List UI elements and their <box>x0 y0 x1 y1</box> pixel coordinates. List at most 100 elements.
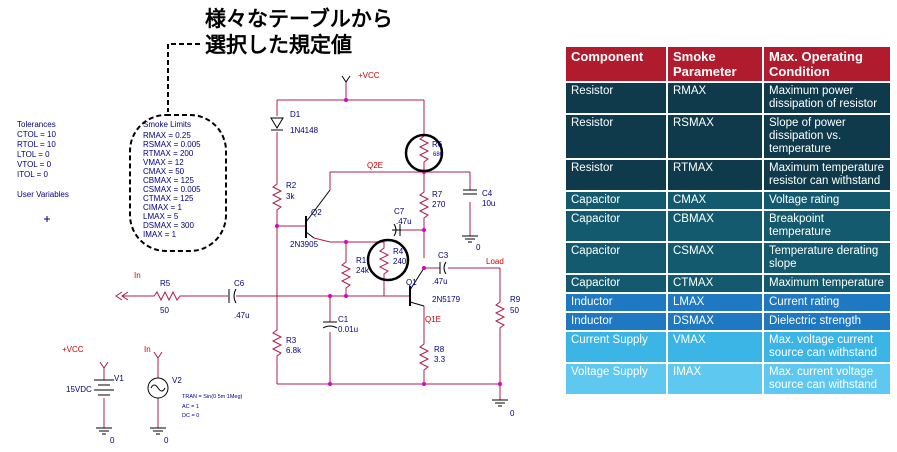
vcc-arrow-icon <box>99 361 109 369</box>
cell-component: Capacitor <box>566 243 668 273</box>
cell-condition: Max. voltage current source can withstan… <box>769 334 878 359</box>
cell-condition: Dielectric strength <box>769 315 862 327</box>
cell-component: Capacitor <box>566 192 668 209</box>
label-r1: R1 <box>356 256 367 265</box>
cell-parameter: VMAX <box>668 332 764 362</box>
in-arrow-icon <box>153 351 163 359</box>
cell-component: Resistor <box>566 160 668 190</box>
label-r9: R9 <box>510 295 521 304</box>
smoke-limit-item: RSMAX = 0.005 <box>143 140 201 149</box>
smoke-limit-item: IMAX = 1 <box>143 230 177 239</box>
ground-icon <box>462 235 478 243</box>
table-row: Inductor LMAX Current rating <box>566 294 890 311</box>
smoke-parameter-table: Component Smoke Parameter Max. Operating… <box>566 45 890 396</box>
table-row: Current Supply VMAX Max. voltage current… <box>566 332 890 362</box>
ground-label: 0 <box>164 436 169 445</box>
label-r3: R3 <box>286 336 297 345</box>
label-c7: C7 <box>394 207 405 216</box>
label-v2: V2 <box>172 376 182 385</box>
v2-param: TRAN = Sin(0 5m 1Meg) <box>182 394 243 400</box>
cell-parameter: RMAX <box>668 83 764 113</box>
ground-label: 0 <box>110 436 115 445</box>
cell-component: Resistor <box>566 83 668 113</box>
components <box>94 75 508 435</box>
cell-parameter: RTMAX <box>668 160 764 190</box>
value-r8: 3.3 <box>434 355 446 364</box>
smoke-limit-item: CTMAX = 125 <box>143 194 194 203</box>
value-r4: 240 <box>393 257 407 266</box>
schematic: Tolerances CTOL = 10 RTOL = 10 LTOL = 0 … <box>17 43 521 445</box>
value-c6: .47u <box>234 311 250 320</box>
tolerance-item: LTOL = 0 <box>17 150 50 159</box>
label-r8: R8 <box>434 345 445 354</box>
in-arrow-icon <box>115 291 129 301</box>
cell-condition: Maximum temperature resistor can withsta… <box>769 162 885 187</box>
cell-condition: Temperature derating slope <box>769 245 879 270</box>
label-c3: C3 <box>438 251 449 260</box>
cell-condition: Maximum temperature <box>769 277 885 289</box>
part-labels: D1 1N4148 R2 3k Q2 2N3905 R6 680 R7 270 … <box>66 110 521 445</box>
table-row: Resistor RSMAX Slope of power dissipatio… <box>566 115 890 158</box>
cell-parameter: DSMAX <box>668 313 764 330</box>
cell-parameter: IMAX <box>668 364 764 394</box>
smoke-limits-title: Smoke Limits <box>143 120 191 129</box>
label-c1: C1 <box>338 315 349 324</box>
label-q2: Q2 <box>311 208 322 217</box>
cell-parameter: LMAX <box>668 294 764 311</box>
callout-line1: 様々なテーブルから <box>205 7 393 31</box>
tolerance-item: RTOL = 10 <box>17 140 56 149</box>
value-c3: .47u <box>432 277 448 286</box>
vcc-label: +VCC <box>358 71 380 80</box>
ground-label: 0 <box>510 409 515 418</box>
tolerances-title: Tolerances <box>17 120 56 129</box>
smoke-limit-item: CMAX = 50 <box>143 167 185 176</box>
cell-parameter: RSMAX <box>668 115 764 158</box>
cell-component: Current Supply <box>566 332 668 362</box>
label-r2: R2 <box>286 181 297 190</box>
header-smoke-parameter: Smoke Parameter <box>668 47 764 81</box>
value-d1: 1N4148 <box>290 126 319 135</box>
v2-param: AC = 1 <box>182 404 199 410</box>
net-in: In <box>144 345 151 354</box>
smoke-limit-item: DSMAX = 300 <box>143 221 194 230</box>
label-r6: R6 <box>432 140 443 149</box>
net-in: In <box>134 271 141 280</box>
value-q2: 2N3905 <box>290 240 319 249</box>
crosshair-icon <box>44 216 50 222</box>
label-r7: R7 <box>432 190 443 199</box>
value-c1: 0.01u <box>338 325 358 334</box>
header-component: Component <box>566 47 668 81</box>
label-r5: R5 <box>160 279 171 288</box>
table-row: Capacitor CTMAX Maximum temperature <box>566 275 890 292</box>
table-row: Capacitor CMAX Voltage rating <box>566 192 890 209</box>
cell-component: Voltage Supply <box>566 364 668 394</box>
smoke-limit-item: CSMAX = 0.005 <box>143 185 201 194</box>
cell-parameter: CBMAX <box>668 211 764 241</box>
cell-condition: Slope of power dissipation vs. temperatu… <box>769 117 846 155</box>
value-v1: 15VDC <box>66 385 92 394</box>
cell-parameter: CMAX <box>668 192 764 209</box>
value-c4: 10u <box>482 199 495 208</box>
tolerance-item: CTOL = 10 <box>17 130 56 139</box>
smoke-limit-item: RTMAX = 200 <box>143 149 194 158</box>
cell-component: Capacitor <box>566 275 668 292</box>
cell-component: Resistor <box>566 115 668 158</box>
vcc-arrow-icon <box>341 75 351 83</box>
diode-d1 <box>270 117 284 129</box>
value-r1: 24k <box>356 266 370 275</box>
value-r6: 680 <box>433 152 444 158</box>
net-load: Load <box>486 257 504 266</box>
value-c7: .47u <box>396 217 412 226</box>
cell-component: Inductor <box>566 294 668 311</box>
smoke-limit-item: RMAX = 0.25 <box>143 131 191 140</box>
ground-icon <box>492 399 508 407</box>
smoke-limit-item: CBMAX = 125 <box>143 176 194 185</box>
smoke-limit-item: LMAX = 5 <box>143 212 179 221</box>
label-v1: V1 <box>114 374 124 383</box>
callout-text: 様々なテーブルから 選択した規定値 <box>205 6 393 58</box>
net-q2e: Q2E <box>367 161 383 170</box>
cell-component: Inductor <box>566 313 668 330</box>
table-row: Resistor RMAX Maximum power dissipation … <box>566 83 890 113</box>
table-row: Capacitor CBMAX Breakpoint temperature <box>566 211 890 241</box>
value-r2: 3k <box>286 192 295 201</box>
